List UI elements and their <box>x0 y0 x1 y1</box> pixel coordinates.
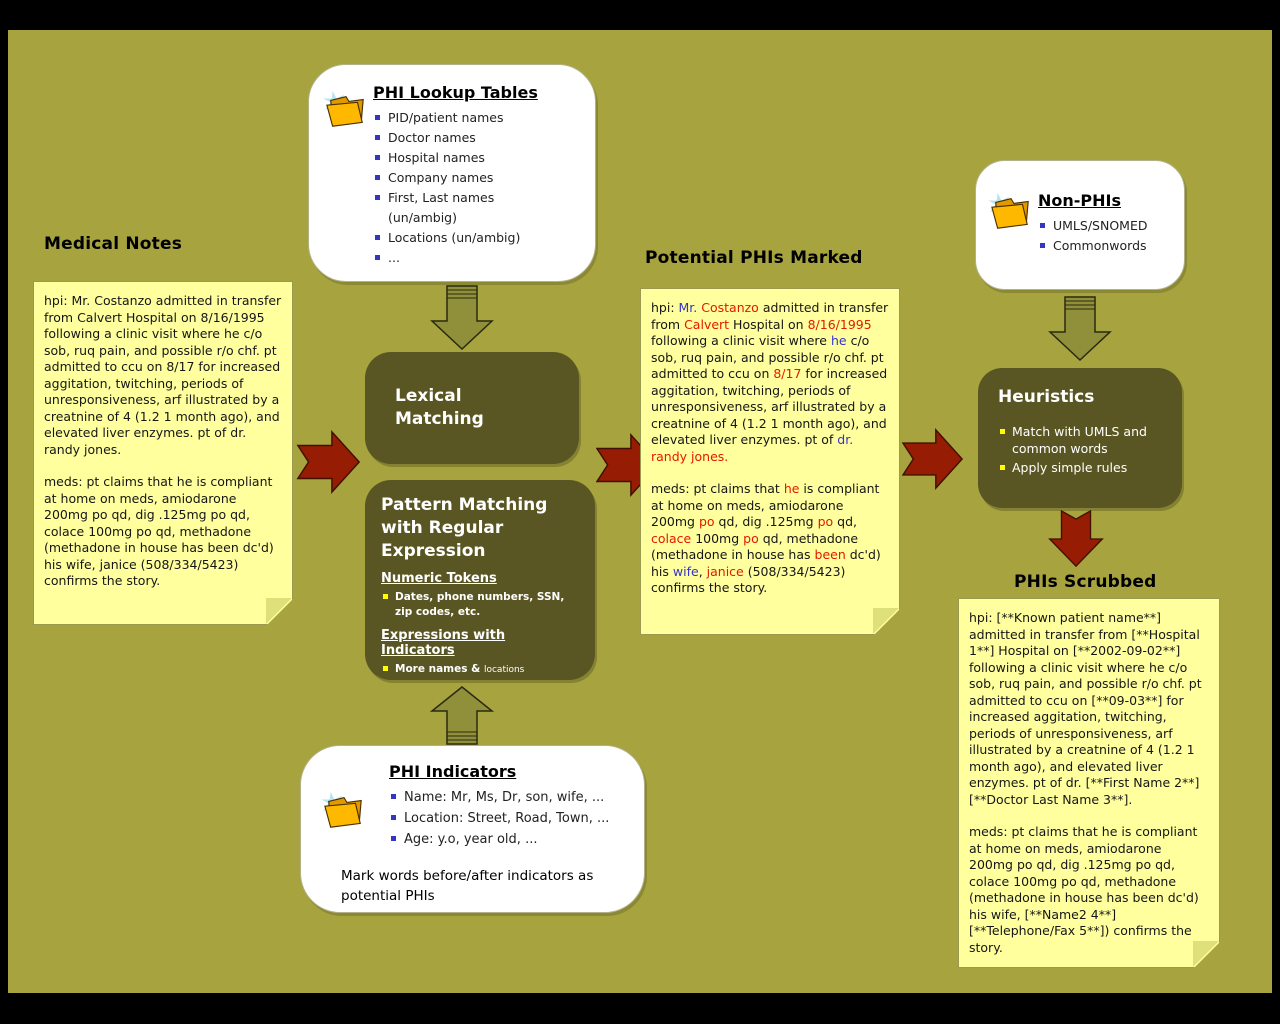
list-item: Locations (un/ambig) <box>373 228 587 248</box>
heuristics-title: Heuristics <box>998 387 1095 407</box>
list-item-text: More names & <box>395 663 481 675</box>
heuristics-box: Heuristics Match with UMLS and common wo… <box>978 368 1182 508</box>
non-phis-title: Non-PHIs <box>1038 191 1122 210</box>
indicators-note-text: Mark words before/after indicators as po… <box>341 868 594 904</box>
list-item: PID/patient names <box>373 108 587 128</box>
list-item: More names & locations <box>381 662 583 678</box>
phi-indicators-title: PHI Indicators <box>389 762 517 781</box>
non-phis-box: Non-PHIs UMLS/SNOMED Commonwords <box>975 160 1185 290</box>
list-item: First, Last names (un/ambig) <box>373 188 587 228</box>
note-paragraph: hpi: Mr. Costanzo admitted in transfer f… <box>651 300 889 464</box>
potential-phis-heading: Potential PHIs Marked <box>645 248 863 268</box>
list-item: Hospital names <box>373 148 587 168</box>
list-item: Company names <box>373 168 587 188</box>
list-item: UMLS/SNOMED <box>1038 216 1178 236</box>
down-arrow-icon <box>1042 292 1118 366</box>
down-arrow-icon <box>424 285 500 351</box>
list-item: Name: Mr, Ms, Dr, son, wife, ... <box>389 787 639 808</box>
lexical-matching-title: Lexical Matching <box>395 386 484 429</box>
note-paragraph: meds: pt claims that he is compliant at … <box>44 474 274 588</box>
scrubbed-note-sticky: hpi: [**Known patient name**] admitted i… <box>958 598 1220 968</box>
list-item: Doctor names <box>373 128 587 148</box>
right-arrow-icon <box>295 426 363 498</box>
expressions-heading: Expressions with Indicators <box>381 628 506 658</box>
numeric-tokens-heading: Numeric Tokens <box>381 571 497 586</box>
phi-lookup-tables-box: PHI Lookup Tables PID/patient names Doct… <box>308 64 596 282</box>
marked-note-sticky: hpi: Mr. Costanzo admitted in transfer f… <box>640 288 900 635</box>
list-item: ... <box>373 248 587 268</box>
note-paragraph: hpi: [**Known patient name**] admitted i… <box>969 610 1202 807</box>
note-paragraph: hpi: Mr. Costanzo admitted in transfer f… <box>44 293 282 457</box>
list-item: Dates, phone numbers, SSN, zip codes, et… <box>381 590 583 620</box>
phis-scrubbed-heading: PHIs Scrubbed <box>1014 572 1157 592</box>
list-item: Age: y.o, year old, ... <box>389 829 639 850</box>
down-arrow-icon <box>1043 510 1109 568</box>
phi-lookup-title: PHI Lookup Tables <box>373 83 538 102</box>
medical-notes-heading: Medical Notes <box>44 234 183 254</box>
pattern-matching-title: Pattern Matching with Regular Expression <box>381 495 548 561</box>
pattern-matching-box: Pattern Matching with Regular Expression… <box>365 480 595 680</box>
phi-lookup-list: PID/patient names Doctor names Hospital … <box>373 108 587 268</box>
folder-icon <box>323 89 369 131</box>
phi-indicators-box: PHI Indicators Name: Mr, Ms, Dr, son, wi… <box>300 745 645 913</box>
list-item: Apply simple rules <box>998 459 1168 476</box>
medical-note-sticky: hpi: Mr. Costanzo admitted in transfer f… <box>33 281 293 625</box>
lexical-matching-box: Lexical Matching <box>365 352 579 464</box>
folder-icon <box>988 191 1034 233</box>
list-item-small-text: locations <box>483 665 525 675</box>
up-arrow-icon <box>424 684 500 746</box>
right-arrow-icon <box>902 422 964 496</box>
folder-icon <box>321 790 367 832</box>
note-paragraph: meds: pt claims that he is compliant at … <box>651 481 881 595</box>
list-item: Commonwords <box>1038 236 1178 256</box>
note-paragraph: meds: pt claims that he is compliant at … <box>969 824 1199 955</box>
list-item: Match with UMLS and common words <box>998 423 1168 457</box>
list-item: Location: Street, Road, Town, ... <box>389 808 639 829</box>
